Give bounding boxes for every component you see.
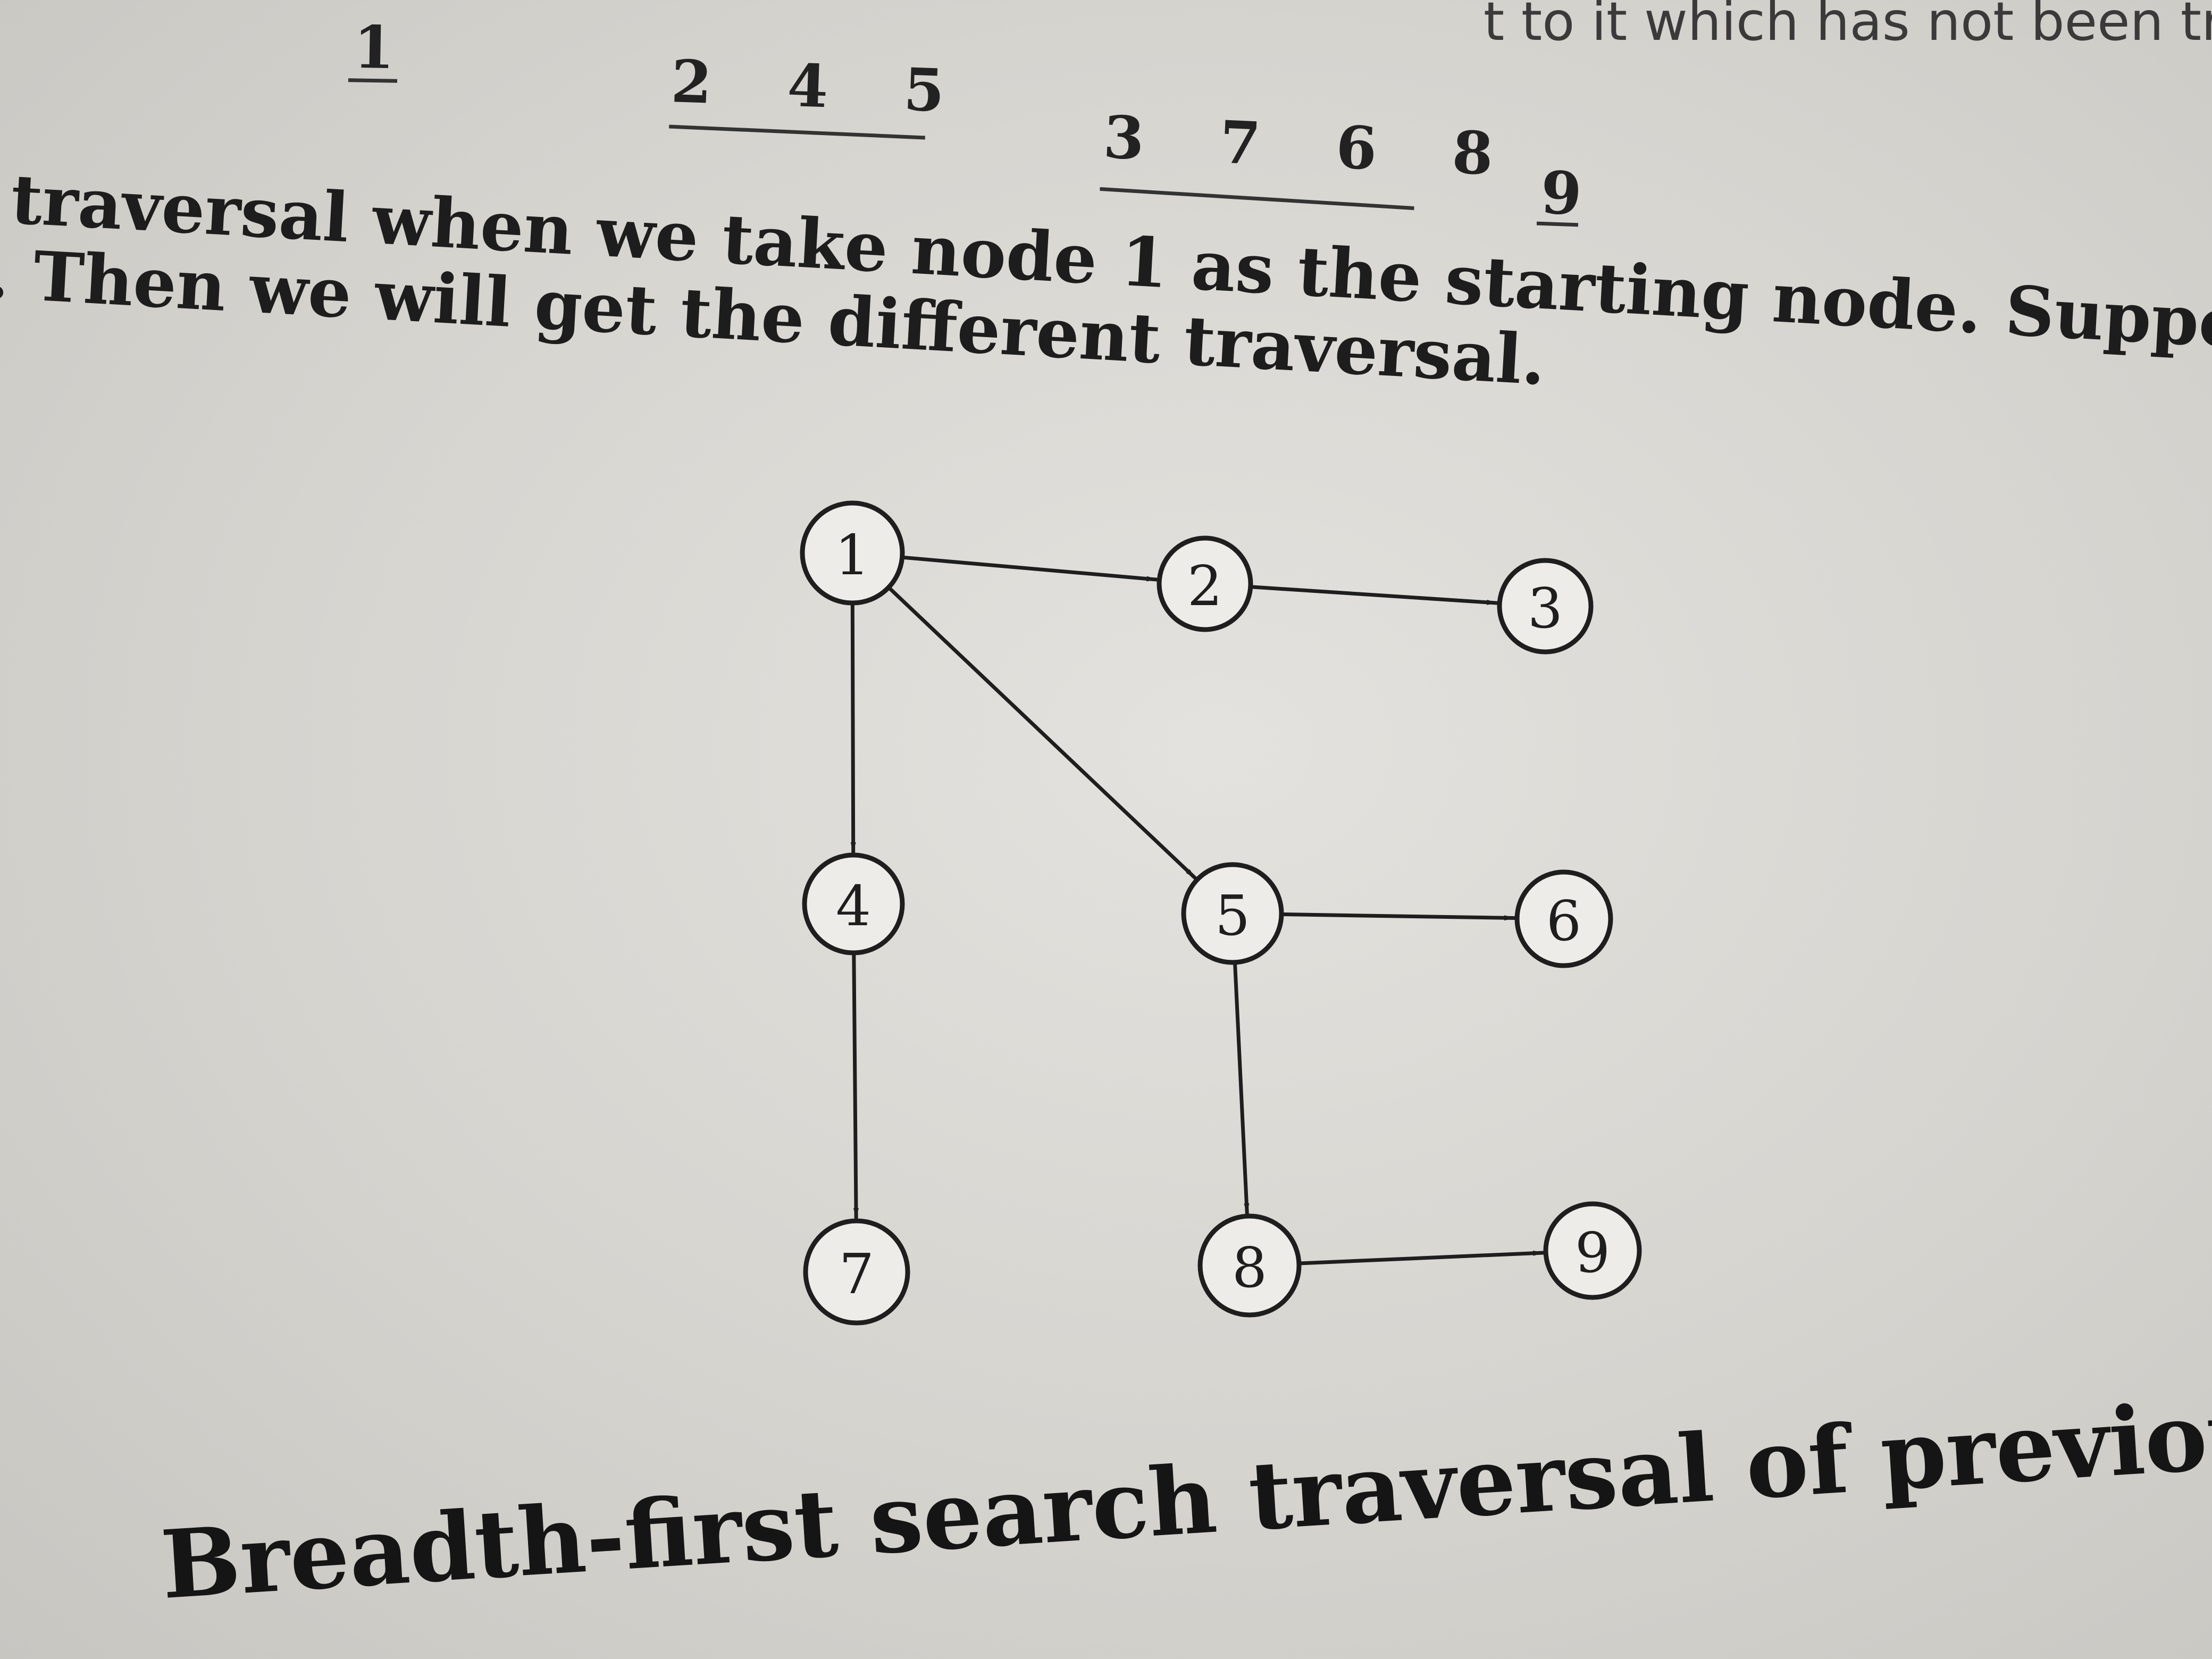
node-label: 2 (1187, 554, 1222, 618)
node-label: 7 (839, 1242, 874, 1306)
node-circle (1181, 862, 1284, 965)
edge-2-to-3 (1250, 585, 1498, 605)
node-label: 5 (1215, 883, 1250, 948)
node-label: 8 (1232, 1235, 1267, 1300)
graph-node-4: 4 (802, 852, 905, 956)
node-label: 9 (1575, 1220, 1610, 1285)
graph-node-9: 9 (1543, 1201, 1642, 1300)
graph-node-2: 2 (1157, 535, 1253, 632)
node-circle (803, 1218, 910, 1326)
node-circle (1543, 1201, 1642, 1300)
node-circle (1514, 869, 1613, 968)
node-circle (1157, 535, 1253, 632)
edge-1-to-4 (850, 602, 856, 853)
graph-node-6: 6 (1514, 869, 1613, 968)
node-circle (802, 852, 905, 956)
edge-5-to-8 (1233, 962, 1250, 1214)
node-circle (1197, 1213, 1302, 1318)
node-circle (1497, 558, 1594, 655)
node-label: 1 (835, 523, 870, 588)
graph-node-5: 5 (1181, 862, 1284, 965)
top-text-fragment: t to it which has not been tra (1484, 0, 2212, 53)
node-label: 4 (836, 874, 871, 939)
graph-node-1: 1 (800, 500, 905, 606)
graph-edges (850, 555, 1544, 1266)
graph-node-3: 3 (1497, 558, 1594, 655)
node-label: 6 (1546, 889, 1581, 953)
edge-8-to-9 (1298, 1250, 1544, 1266)
graph-nodes: 1 2 3 4 5 6 7 8 9 (800, 500, 1642, 1326)
node-label: 3 (1528, 576, 1563, 641)
edge-4-to-7 (852, 952, 859, 1219)
graph-node-8: 8 (1197, 1213, 1302, 1318)
edge-1-to-5 (887, 586, 1197, 880)
graph-node-7: 7 (803, 1218, 910, 1326)
edge-1-to-2 (902, 555, 1158, 582)
node-circle (800, 500, 905, 606)
edge-5-to-6 (1281, 912, 1515, 921)
